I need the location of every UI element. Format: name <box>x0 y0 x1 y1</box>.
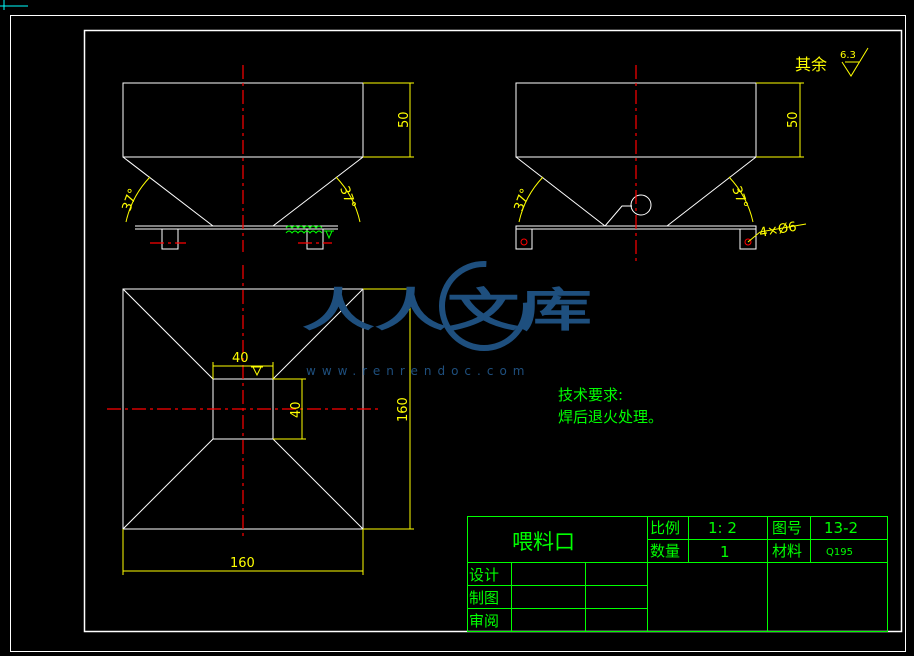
roughness-value: 6.3 <box>840 50 856 61</box>
tech-requirements-line1: 焊后退火处理。 <box>558 408 663 426</box>
watermark-url: www.renrendoc.com <box>306 364 530 378</box>
top-outer-height-dim: 160 <box>396 397 411 422</box>
hole-callout: 4×Ø6 <box>758 220 798 241</box>
watermark-text: 人人文库 <box>302 283 592 337</box>
roughness-note: 其余 6.3 <box>795 47 869 77</box>
front-angle-left: 37° <box>120 187 142 214</box>
weld-symbol-icon <box>285 225 334 240</box>
review-label: 审阅 <box>469 612 499 630</box>
roughness-symbol-icon <box>841 47 869 77</box>
quantity-label: 数量 <box>650 542 680 560</box>
side-angle-right: 37° <box>728 184 750 211</box>
part-name: 喂料口 <box>512 530 575 554</box>
front-angle-right: 37° <box>336 184 358 211</box>
material-label: 材料 <box>772 542 802 560</box>
drawing-no-value: 13-2 <box>824 519 858 537</box>
front-view: 50 37° 37° <box>120 65 414 252</box>
front-height-dim: 50 <box>397 111 412 128</box>
drawing-no-label: 图号 <box>772 519 802 537</box>
top-inner-width-dim: 40 <box>232 351 249 366</box>
side-height-dim: 50 <box>786 111 801 128</box>
scale-label: 比例 <box>650 519 680 537</box>
top-view: 40 40 160 160 <box>107 265 414 575</box>
top-inner-height-dim: 40 <box>289 401 304 418</box>
title-block: 喂料口 比例 1: 2 图号 13-2 数量 1 材料 Q195 设计 制图 审… <box>467 516 888 632</box>
corner-mark <box>0 0 28 10</box>
quantity-value: 1 <box>720 543 730 561</box>
tech-requirements-title: 技术要求: <box>558 386 623 404</box>
side-angle-left: 37° <box>512 187 534 214</box>
watermark: 人人文库 www.renrendoc.com <box>302 261 592 378</box>
material-value: Q195 <box>826 547 853 558</box>
tech-requirements: 技术要求: 焊后退火处理。 <box>558 386 663 426</box>
scale-value: 1: 2 <box>708 519 737 537</box>
watermark-logo-icon <box>439 261 529 351</box>
draft-label: 制图 <box>469 589 499 607</box>
top-outer-width-dim: 160 <box>230 556 255 571</box>
roughness-label: 其余 <box>795 55 827 74</box>
side-view: 50 37° 37° 4×Ø6 <box>512 65 807 262</box>
design-label: 设计 <box>469 566 499 584</box>
